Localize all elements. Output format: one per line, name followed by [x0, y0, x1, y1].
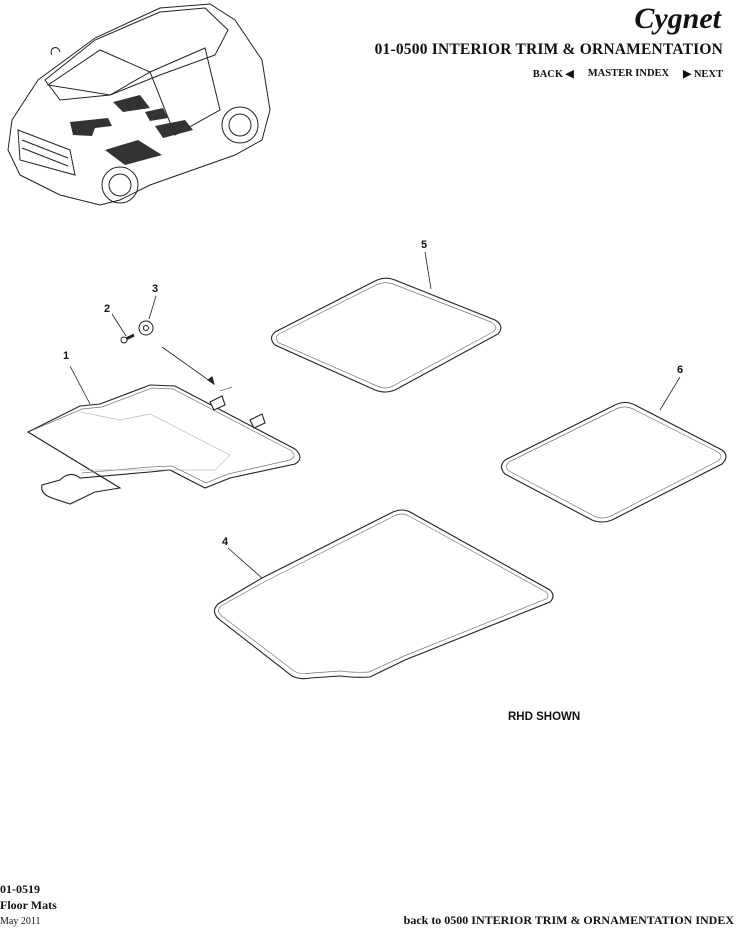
- rhd-shown-note: RHD SHOWN: [508, 711, 581, 723]
- page-code: 01-0519: [0, 882, 40, 896]
- page-name: Floor Mats: [0, 898, 57, 912]
- callout-5: 5: [421, 239, 428, 251]
- publication-date: May 2011: [0, 916, 41, 927]
- navigation-bar: BACK ◀ MASTER INDEX ▶ NEXT: [533, 68, 723, 80]
- back-link[interactable]: BACK ◀: [532, 69, 574, 80]
- floor-mat-6: [500, 401, 727, 523]
- callout-3: 3: [152, 283, 159, 295]
- floor-mat-5: [270, 277, 502, 393]
- floor-mats-parts-diagram: [26, 251, 727, 680]
- floor-mat-4: [213, 509, 554, 680]
- leader-lines: [69, 251, 681, 579]
- svg-text:Cygnet: Cygnet: [634, 2, 722, 35]
- callout-2: 2: [104, 303, 111, 315]
- master-index-link[interactable]: MASTER INDEX: [587, 68, 670, 79]
- vehicle-locator-illustration: [7, 3, 271, 206]
- clip-and-screw: [120, 320, 233, 392]
- callout-4: 4: [222, 536, 229, 548]
- callout-1: 1: [63, 350, 70, 362]
- back-to-index-link[interactable]: back to 0500 INTERIOR TRIM & ORNAMENTATI…: [403, 913, 734, 927]
- cygnet-logo: Cygnet: [634, 2, 722, 35]
- floor-mat-highlight: [70, 95, 193, 165]
- floor-mat-1: [26, 384, 301, 505]
- callout-6: 6: [677, 364, 684, 376]
- next-link[interactable]: ▶ NEXT: [683, 69, 723, 80]
- section-title: 01-0500 INTERIOR TRIM & ORNAMENTATION: [374, 41, 723, 58]
